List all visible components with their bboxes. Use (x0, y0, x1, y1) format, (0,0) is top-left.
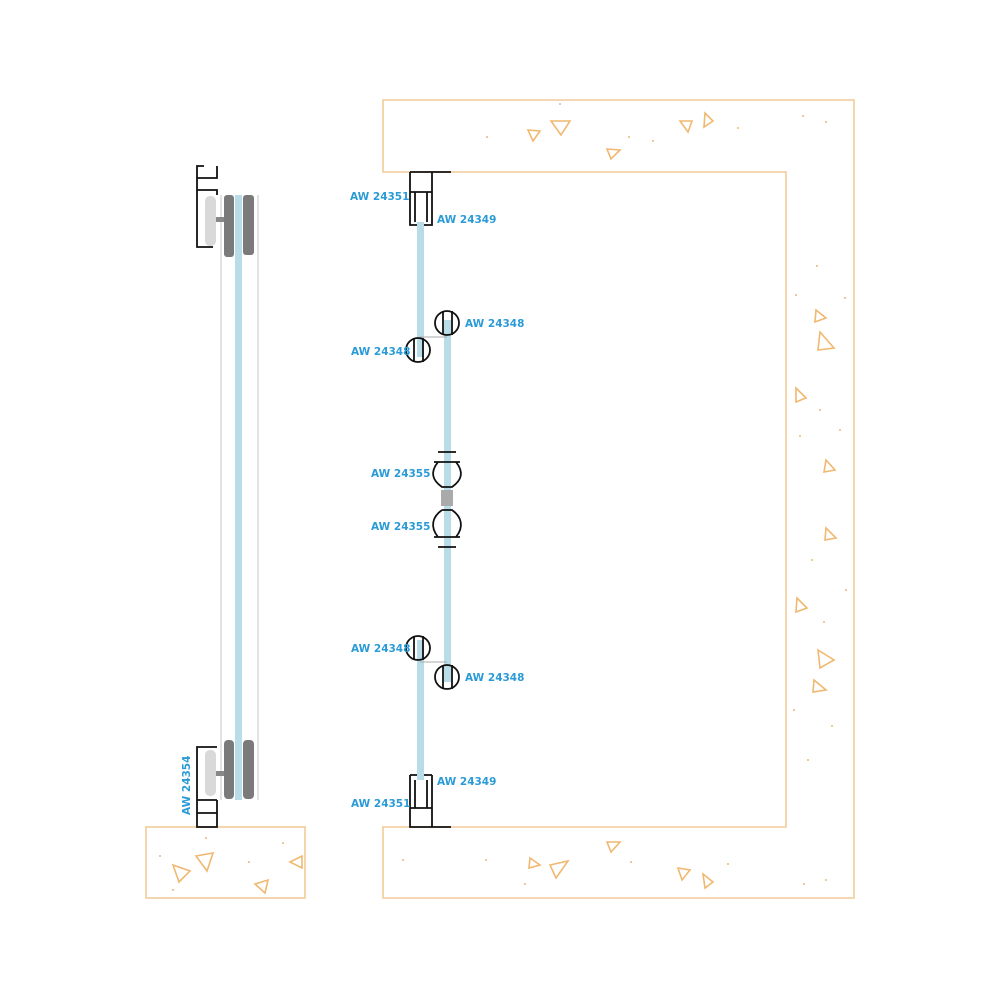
label-aw-24348-upper-left: AW 24348 (351, 346, 410, 358)
label-aw-24355-lower: AW 24355 (371, 521, 430, 533)
top-frame-profile (409, 171, 451, 226)
left-glazing-section (196, 165, 259, 828)
right-concrete-opening (382, 99, 855, 899)
round-clamps (405, 310, 460, 690)
bottom-frame-profile (409, 774, 451, 828)
left-floor-slab (145, 826, 306, 899)
label-aw-24351-bottom: AW 24351 (351, 798, 410, 810)
label-aw-24348-upper-right: AW 24348 (465, 318, 524, 330)
connector-profiles (432, 451, 462, 548)
label-aw-24348-lower-left: AW 24348 (351, 643, 410, 655)
label-aw-24351-top: AW 24351 (350, 191, 409, 203)
label-aw-24355-upper: AW 24355 (371, 468, 430, 480)
label-aw-24354: AW 24354 (181, 756, 193, 815)
label-aw-24349-bottom: AW 24349 (437, 776, 496, 788)
label-aw-24349-top: AW 24349 (437, 214, 496, 226)
label-aw-24348-lower-right: AW 24348 (465, 672, 524, 684)
